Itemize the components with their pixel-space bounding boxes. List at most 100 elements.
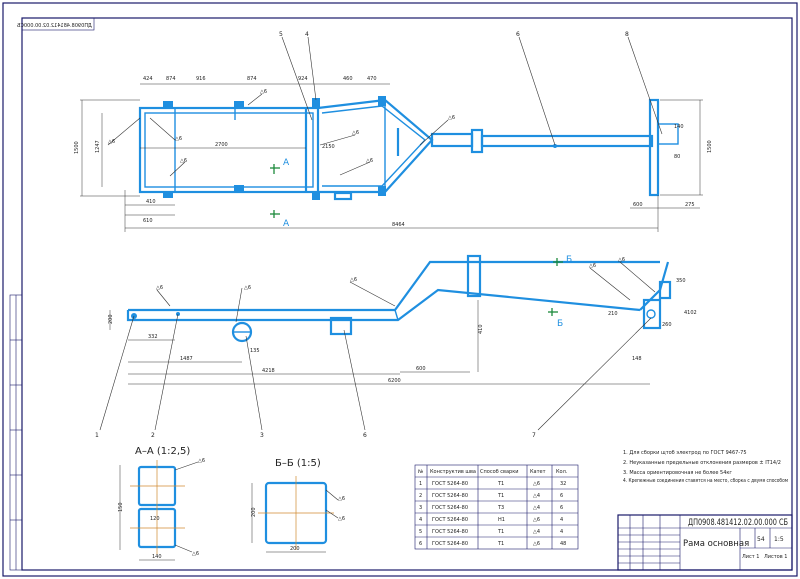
weld-note-10: △6 bbox=[618, 257, 625, 263]
svg-text:ГОСТ 5264-80: ГОСТ 5264-80 bbox=[432, 481, 468, 487]
svg-text:△4: △4 bbox=[533, 505, 540, 511]
weld-note-11: △6 bbox=[156, 285, 163, 291]
dim-seg1: 424 bbox=[143, 76, 153, 82]
sheet-inner-border bbox=[21, 17, 793, 571]
pos-3: 3 bbox=[260, 432, 264, 439]
dim-aa-h: 150 bbox=[118, 502, 124, 512]
dim-top-len: 2700 bbox=[215, 142, 228, 148]
weld-note-3: △6 bbox=[180, 158, 187, 164]
title-sheets: Листов 1 bbox=[764, 554, 787, 560]
dim-right1: 600 bbox=[633, 202, 643, 208]
weld-th-leg: Катет bbox=[530, 469, 546, 475]
weld-table: № Конструктив шва Способ сварки Катет Ко… bbox=[414, 464, 579, 550]
svg-text:4: 4 bbox=[560, 529, 563, 535]
svg-text:6: 6 bbox=[560, 505, 563, 511]
svg-text:Т1: Т1 bbox=[497, 541, 504, 547]
pos-1: 1 bbox=[95, 432, 99, 439]
pos-6-top: 6 bbox=[516, 31, 520, 38]
svg-text:△4: △4 bbox=[533, 529, 540, 535]
side-frame-bottom bbox=[132, 288, 641, 322]
dim-side-l4: 6200 bbox=[388, 378, 401, 384]
svg-text:Т1: Т1 bbox=[497, 529, 504, 535]
title-name: Рама основная bbox=[683, 539, 749, 549]
weld-note-9: △6 bbox=[589, 263, 596, 269]
svg-text:Т3: Т3 bbox=[497, 505, 504, 511]
svg-text:5: 5 bbox=[419, 529, 422, 535]
weld-note-5: △6 bbox=[352, 130, 359, 136]
note-3: 3. Масса ориентировочная не более 54кг bbox=[623, 470, 732, 476]
svg-text:ГОСТ 5264-80: ГОСТ 5264-80 bbox=[432, 505, 468, 511]
note-2: 2. Неуказанные предельные отклонения раз… bbox=[623, 460, 781, 466]
dim-top-mid: 2150 bbox=[322, 144, 335, 150]
dim-side-r4: 260 bbox=[662, 322, 672, 328]
side-bracket bbox=[329, 316, 353, 336]
weld-th-num: № bbox=[418, 469, 424, 475]
dim-side-r2: 350 bbox=[676, 278, 686, 284]
svg-text:2: 2 bbox=[419, 493, 422, 499]
weld-note-6: △6 bbox=[366, 158, 373, 164]
dim-left2: 610 bbox=[143, 218, 153, 224]
top-code-box bbox=[21, 17, 95, 31]
side-frame-top bbox=[128, 260, 660, 312]
pos-2: 2 bbox=[151, 432, 155, 439]
dim-top-h1: 1500 bbox=[74, 141, 80, 154]
table-row: 6 ГОСТ 5264-80 Т1 △6 48 bbox=[419, 541, 566, 547]
svg-text:ГОСТ 5264-80: ГОСТ 5264-80 bbox=[432, 493, 468, 499]
svg-text:4: 4 bbox=[419, 517, 422, 523]
frame-rail-inner bbox=[144, 112, 314, 188]
svg-text:△4: △4 bbox=[533, 493, 540, 499]
pos-7: 7 bbox=[532, 432, 536, 439]
dim-top-h3: 1500 bbox=[707, 140, 713, 153]
weld-note-1: △6 bbox=[108, 139, 115, 145]
top-view: А А bbox=[138, 96, 679, 229]
drawbar-tube bbox=[480, 134, 654, 148]
table-row: 5 ГОСТ 5264-80 Т1 △4 4 bbox=[419, 529, 563, 535]
dim-bb-w: 200 bbox=[290, 546, 300, 552]
svg-text:△6: △6 bbox=[533, 541, 540, 547]
dim-side-135: 135 bbox=[250, 348, 260, 354]
section-bb: Б–Б (1:5) 200 200 △6 △6 bbox=[251, 458, 345, 553]
weld-note-4: △6 bbox=[260, 89, 267, 95]
weld-note-bb1: △6 bbox=[338, 496, 345, 502]
note-1: 1. Для сборки щтоб электрод по ГОСТ 9467… bbox=[623, 450, 747, 456]
dim-left1: 410 bbox=[146, 199, 156, 205]
svg-text:ГОСТ 5264-80: ГОСТ 5264-80 bbox=[432, 529, 468, 535]
frame-rail-outer bbox=[138, 106, 320, 194]
weld-th-design: Конструктив шва bbox=[430, 469, 476, 475]
tube-section bbox=[430, 132, 474, 148]
cut-a-label-top: А bbox=[283, 158, 290, 168]
top-code-text: ДП0908.481412.02.00.000СБ bbox=[16, 23, 92, 29]
section-bb-title: Б–Б (1:5) bbox=[275, 458, 321, 469]
dim-side-l1: 332 bbox=[148, 334, 158, 340]
technical-notes: 1. Для сборки щтоб электрод по ГОСТ 9467… bbox=[623, 450, 788, 484]
dim-side-r1: 210 bbox=[608, 311, 618, 317]
weld-th-method: Способ сварки bbox=[480, 469, 519, 475]
dim-aa-w: 140 bbox=[152, 554, 162, 560]
tube-flange bbox=[470, 128, 484, 154]
pos-8-top: 8 bbox=[625, 31, 629, 38]
title-mass: 54 bbox=[757, 536, 765, 543]
svg-text:ГОСТ 5264-80: ГОСТ 5264-80 bbox=[432, 517, 468, 523]
weld-note-aa2: △6 bbox=[192, 551, 199, 557]
title-block: ДП0908.481412.02.00.000 СБ Рама основная… bbox=[617, 514, 793, 571]
svg-text:1: 1 bbox=[419, 481, 422, 487]
table-row: 4 ГОСТ 5264-80 Н1 △6 4 bbox=[419, 517, 563, 523]
dim-side-h1: 200 bbox=[108, 314, 114, 324]
note-4: 4. Крепежные соединения ставятся на мест… bbox=[623, 478, 788, 484]
hitch-plate bbox=[648, 98, 660, 197]
svg-text:△6: △6 bbox=[533, 481, 540, 487]
svg-text:6: 6 bbox=[560, 493, 563, 499]
dim-side-r3: 148 bbox=[632, 356, 642, 362]
hitch-eye bbox=[657, 123, 679, 145]
dim-bb-h: 200 bbox=[251, 507, 257, 517]
table-row: 3 ГОСТ 5264-80 Т3 △4 6 bbox=[419, 505, 563, 511]
dim-aa-inner: 120 bbox=[150, 516, 160, 522]
title-code: ДП0908.481412.02.00.000 СБ bbox=[688, 518, 788, 528]
table-row: 2 ГОСТ 5264-80 Т1 △4 6 bbox=[419, 493, 563, 499]
cut-b-label-bottom: Б bbox=[557, 319, 563, 329]
svg-text:Н1: Н1 bbox=[498, 517, 505, 523]
cut-a-label-bottom: А bbox=[283, 219, 290, 229]
top-view-dimensions: 8464 1500 1247 1500 2700 424 874 916 874… bbox=[74, 31, 713, 232]
svg-text:4: 4 bbox=[560, 517, 563, 523]
dim-side-h2: 410 bbox=[478, 324, 484, 334]
